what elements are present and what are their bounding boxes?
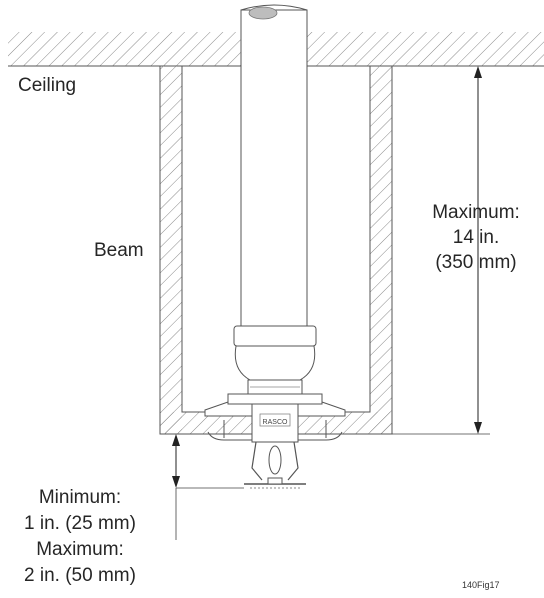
max-depth-line-3: (350 mm) bbox=[435, 252, 517, 273]
max-depth-line-1: Maximum: bbox=[432, 202, 520, 223]
beam bbox=[159, 66, 393, 435]
sprinkler-brand-text: RASCO bbox=[263, 419, 288, 426]
pipe-fitting bbox=[233, 325, 317, 395]
max-depth-line-2: 14 in. bbox=[452, 227, 500, 248]
min-line-2: 1 in. (25 mm) bbox=[24, 513, 136, 534]
deflector-distance-dimension bbox=[172, 434, 244, 540]
sprinkler-head: RASCO bbox=[244, 403, 306, 489]
min-line-3: Maximum: bbox=[36, 539, 124, 560]
pipe bbox=[240, 4, 308, 329]
max-depth-label: Maximum: 14 in. (350 mm) bbox=[412, 202, 540, 274]
max-beam-depth-dimension bbox=[392, 66, 490, 435]
min-line-1: Minimum: bbox=[38, 487, 122, 508]
beam-label: Beam bbox=[94, 240, 144, 261]
deflector-distance-label: Minimum: 1 in. (25 mm) Maximum: 2 in. (5… bbox=[6, 487, 154, 587]
min-line-4: 2 in. (50 mm) bbox=[24, 565, 136, 586]
ceiling-label: Ceiling bbox=[18, 75, 77, 96]
figure-id: 140Fig17 bbox=[462, 580, 500, 590]
